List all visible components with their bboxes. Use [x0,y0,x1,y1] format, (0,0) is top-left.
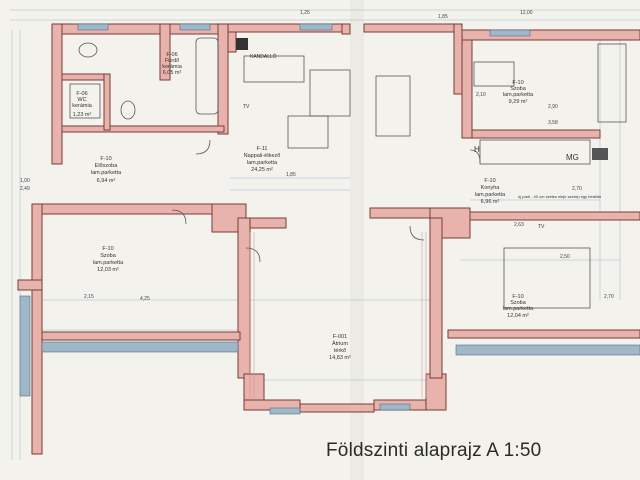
note-label: új parti - 40 cm széles eleje szerep egy… [518,194,602,199]
door-swing-icon [171,209,187,225]
dimension-text: 1,00 [20,178,30,184]
room-floor: kerámia [72,103,93,109]
room-code: F-06 [76,91,87,97]
room-code: F-10 [512,80,523,86]
tv-label: TV [243,104,250,110]
fireplace-icon [236,38,248,50]
room-name: Átrium [332,340,348,347]
dimension-text: 2,15 [84,294,94,300]
room-label-atrium: F-001 Átrium térkő 14,83 m² [329,334,351,361]
door-swing-icon [245,247,261,263]
dimension-text: 12,00 [520,10,533,16]
dimension-text: 2,70 [572,186,582,192]
room-name: WC [77,97,86,103]
room-area: 6,05 m² [163,70,182,76]
plan-caption: Földszinti alaprajz A 1:50 [326,440,542,461]
wardrobe-icon [597,43,627,123]
room-floor: térkő [334,348,346,354]
desk-icon [473,61,515,87]
room-floor: kerámia [162,64,183,70]
dimension-text: 1,85 [438,14,448,20]
kitchen-counter-icon [479,139,591,165]
toilet-icon [120,100,136,120]
room-code: F-10 [484,178,495,184]
room-floor: lam.parketta [503,306,534,312]
room-code: F-10 [512,294,523,300]
room-name: Szoba [510,86,527,92]
room-code: F-001 [333,334,347,340]
room-area: 12,03 m² [97,267,119,273]
room-floor: lam.parketta [91,170,122,176]
dimension-lines [10,9,640,460]
room-floor: lam.parketta [475,192,506,198]
sink-icon [78,42,98,58]
room-name: Előszoba [95,163,119,169]
room-area: 6,96 m² [481,199,500,205]
room-label-furdo: F-06 Fürdő kerámia 6,05 m² [162,52,183,76]
bed-icon [503,247,591,309]
door-swing-icon [195,139,211,155]
dimension-text: 2,63 [514,222,524,228]
room-name: Szoba [510,300,527,306]
room-floor: lam.parketta [93,260,124,266]
sofa-icon [287,115,329,149]
room-floor: lam.parketta [247,160,278,166]
room-code: F-10 [102,246,113,252]
room-name: Konyha [481,185,501,191]
paper-fold [350,0,364,480]
dimension-text: 2,10 [476,92,486,98]
dimension-text: 4,25 [140,296,150,302]
stove-icon [592,148,608,160]
room-label-eloszoba: F-10 Előszoba lam.parketta 6,94 m² [91,156,122,184]
door-swing-icon [469,149,481,163]
room-code: F-06 [166,52,177,58]
room-area: 14,83 m² [329,355,351,361]
kandallo-label: KANDALLÓ [250,53,277,60]
bathtub-icon [195,37,219,115]
dimension-text: 1,85 [286,172,296,178]
cabinet-icon [375,75,411,137]
dimension-text: 2,70 [604,294,614,300]
room-area: 24,25 m² [251,167,273,173]
room-labels: F-06 Fürdő kerámia 6,05 m² F-06 WC kerám… [72,52,534,361]
room-area: 6,94 m² [97,178,116,184]
h-label: H [474,145,480,154]
room-label-wc: F-06 WC kerámia 1,23 m² [72,91,93,118]
room-floor: lam.parketta [503,92,534,98]
dimension-text: 2,50 [560,254,570,260]
room-area: 12,04 m² [507,313,529,319]
room-code: F-11 [257,146,268,152]
room-label-szoba-right: F-10 Szoba lam.parketta 12,04 m² [503,294,534,319]
room-name: Fürdő [165,58,179,64]
dimension-text: 2,49 [20,186,30,192]
room-area: 9,29 m² [509,99,528,105]
room-name: Nappali-étkező [244,153,281,159]
dimension-text: 1,25 [300,10,310,16]
room-label-szoba-left: F-10 Szoba lam.parketta 12,03 m² [93,246,124,273]
table-icon [309,69,351,117]
room-label-konyha: F-10 Konyha lam.parketta 6,96 m² [475,178,506,205]
fixtures [69,37,627,309]
wc-room-box [69,83,101,119]
room-label-szoba-top: F-10 Szoba lam.parketta 9,29 m² [503,80,534,105]
room-name: Szoba [100,253,117,259]
room-label-nappali: F-11 Nappali-étkező lam.parketta 24,25 m… [244,146,281,173]
dimension-text: 2,90 [548,104,558,110]
dimension-text: 3,58 [548,120,558,126]
misc-labels: KANDALLÓ H MG TV TV új parti - 40 cm szé… [243,53,602,230]
tv-label: TV [538,224,545,230]
kitchen-island-icon [243,55,305,83]
windows [19,23,640,415]
dimension-texts: 2,15 1,85 4,25 2,50 2,70 3,58 2,63 2,90 … [20,10,614,302]
atrium-hatch [249,232,427,398]
room-area: 1,23 m² [73,112,92,118]
room-code: F-10 [100,156,111,162]
walls [17,23,640,455]
mg-label: MG [566,153,579,162]
